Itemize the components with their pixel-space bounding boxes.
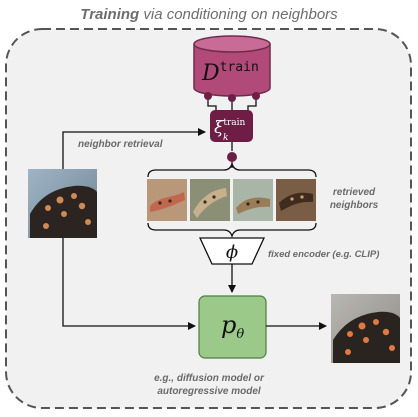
retrieval-subscript: k	[223, 133, 228, 143]
database-symbol: Dtrain	[201, 60, 259, 86]
output-image	[331, 294, 400, 363]
encoder-symbol: ϕ	[226, 242, 238, 263]
retrieval-symbol: ξtrain	[214, 118, 246, 138]
train-database	[193, 35, 271, 102]
neighbor-thumbnail	[147, 179, 187, 221]
retrieved-neighbors-line2: neighbors	[329, 200, 379, 211]
fixed-encoder-shape	[198, 237, 266, 265]
model-label: e.g., diffusion model or autoregressive …	[0, 372, 418, 398]
model-label-line1: e.g., diffusion model or	[154, 373, 264, 384]
neighbor-thumbnail	[276, 179, 316, 221]
title-bold: Training	[80, 6, 140, 23]
neighbor-retrieval-label: neighbor retrieval	[78, 139, 163, 150]
neighbor-thumbnail	[233, 179, 273, 221]
retrieval-module	[210, 110, 253, 142]
fixed-encoder-label: fixed encoder (e.g. CLIP)	[268, 249, 380, 260]
title-rest: via conditioning on neighbors	[139, 6, 338, 23]
neighbors-brace-bottom	[147, 222, 317, 239]
retrieved-neighbors-line1: retrieved	[332, 187, 376, 198]
model-symbol: pθ	[221, 311, 244, 342]
model-label-line2: autoregressive model	[157, 386, 261, 397]
retrieval-output-node	[227, 152, 237, 162]
neighbors-brace-top	[147, 161, 317, 178]
neighbor-thumbnail	[190, 179, 230, 221]
neighbor-retrieval-arrow	[62, 128, 206, 169]
model-box	[198, 295, 267, 359]
diagram-title: Training via conditioning on neighbors	[0, 6, 418, 23]
retrieved-neighbors-label: retrieved neighbors	[324, 186, 384, 212]
input-to-model-arrow	[62, 238, 196, 330]
input-image	[28, 169, 97, 238]
